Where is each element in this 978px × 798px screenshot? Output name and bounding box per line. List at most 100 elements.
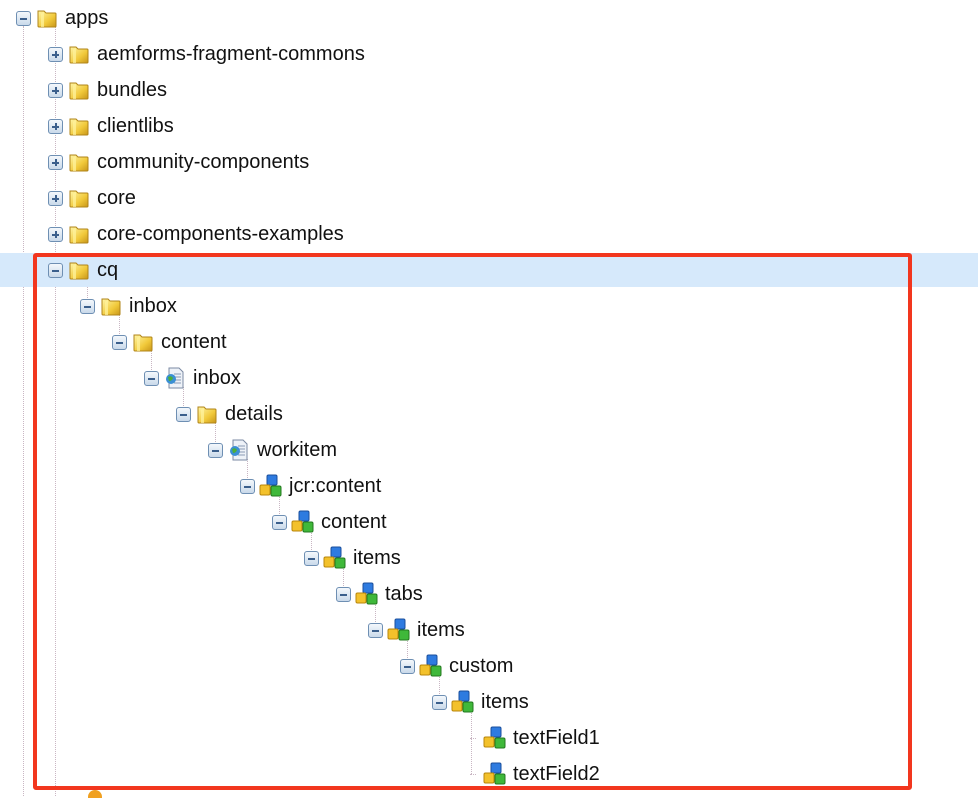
collapse-icon[interactable] [368,622,383,638]
folder-icon [67,222,91,246]
tree-row[interactable]: clientlibs [0,109,978,143]
collapse-icon[interactable] [16,10,31,26]
tree-node[interactable]: content [272,505,387,539]
collapse-icon[interactable] [432,694,447,710]
tree-node[interactable]: items [432,685,529,719]
tree-node[interactable]: custom [400,649,513,683]
expand-icon[interactable] [48,190,63,206]
expand-icon[interactable] [48,46,63,62]
tree-row[interactable]: cq [0,253,978,287]
expand-icon[interactable] [48,82,63,98]
tree-node-label[interactable]: core [97,186,136,209]
node-icon [387,618,411,642]
tree-row[interactable]: items [0,613,978,647]
tree-row[interactable]: apps [0,1,978,35]
tree-node[interactable]: apps [16,1,108,35]
tree-node[interactable]: tabs [336,577,423,611]
tree-node[interactable]: textField1 [464,721,600,755]
tree-node[interactable]: content [112,325,227,359]
tree-node-label[interactable]: workitem [257,438,338,461]
tree-row[interactable]: core-components-examples [0,217,978,251]
tree-connector-line [439,675,440,702]
collapse-icon[interactable] [80,298,95,314]
tree-node-label[interactable]: items [481,690,529,713]
tree-row[interactable]: aemforms-fragment-commons [0,37,978,71]
expand-icon[interactable] [48,118,63,134]
tree-node[interactable]: inbox [144,361,241,395]
tree-node-label[interactable]: inbox [193,366,241,389]
tree-node-label[interactable]: textField1 [513,726,600,749]
tree-node-label[interactable]: jcr:content [289,474,382,497]
tree-node-label[interactable]: items [417,618,465,641]
collapse-icon[interactable] [336,586,351,602]
tree-node-label[interactable]: custom [449,654,514,677]
folder-icon [67,186,91,210]
tree-node-label[interactable]: items [353,546,401,569]
tree-row[interactable]: jcr:content [0,469,978,503]
tree-node-label[interactable]: clientlibs [97,114,174,137]
tree-row[interactable]: inbox [0,361,978,395]
tree-node[interactable]: clientlibs [48,109,174,143]
tree-node[interactable]: bundles [48,73,167,107]
node-icon [323,546,347,570]
tree-node-label[interactable]: aemforms-fragment-commons [97,42,365,65]
tree-node[interactable]: core [48,181,136,215]
tree-node[interactable]: jcr:content [240,469,381,503]
tree-row[interactable]: workitem [0,433,978,467]
tree-node-label[interactable]: bundles [97,78,168,101]
tree-row[interactable]: community-components [0,145,978,179]
tree-row[interactable]: custom [0,649,978,683]
collapse-icon[interactable] [144,370,159,386]
node-icon [259,474,283,498]
folder-icon [195,402,219,426]
tree-connector-line [470,738,476,739]
tree-row[interactable]: items [0,685,978,719]
tree-node-label[interactable]: inbox [129,294,177,317]
tree-row[interactable]: content [0,505,978,539]
node-icon [483,726,507,750]
tree-row[interactable]: content [0,325,978,359]
tree-node-label[interactable]: details [225,402,283,425]
tree-row[interactable]: bundles [0,73,978,107]
tree-node[interactable]: items [368,613,465,647]
tree-node-label[interactable]: content [161,330,227,353]
tree-row[interactable]: items [0,541,978,575]
tree-node[interactable]: inbox [80,289,177,323]
collapse-icon[interactable] [208,442,223,458]
tree-node-label[interactable]: cq [97,258,119,281]
expand-icon[interactable] [48,154,63,170]
tree-node-label[interactable]: textField2 [513,762,600,785]
tree-node-label[interactable]: content [321,510,387,533]
tree-row[interactable]: textField1 [0,721,978,755]
tree-node[interactable]: core-components-examples [48,217,344,251]
tree-node[interactable]: aemforms-fragment-commons [48,37,365,71]
tree-node-label[interactable]: community-components [97,150,310,173]
tree-node[interactable]: items [304,541,401,575]
collapse-icon[interactable] [272,514,287,530]
tree-row[interactable]: details [0,397,978,431]
collapse-icon[interactable] [304,550,319,566]
tree-node[interactable]: cq [48,253,118,287]
tree-node-label[interactable]: core-components-examples [97,222,344,245]
collapse-icon[interactable] [48,262,63,278]
tree-spacer [464,767,483,782]
tree-node[interactable]: workitem [208,433,337,467]
tree-node[interactable]: details [176,397,283,431]
folder-icon [67,78,91,102]
tree-node-label[interactable]: tabs [385,582,423,605]
tree-node[interactable]: community-components [48,145,309,179]
expand-icon[interactable] [48,226,63,242]
tree-row[interactable]: core [0,181,978,215]
tree-node[interactable]: textField2 [464,757,600,791]
collapse-icon[interactable] [400,658,415,674]
tree-spacer [464,731,483,746]
collapse-icon[interactable] [112,334,127,350]
tree-row[interactable]: textField2 [0,757,978,791]
tree-connector-line [471,711,472,774]
collapse-icon[interactable] [240,478,255,494]
collapse-icon[interactable] [176,406,191,422]
tree-row[interactable]: inbox [0,289,978,323]
tree-node-label[interactable]: apps [65,6,109,29]
tree-row[interactable]: tabs [0,577,978,611]
